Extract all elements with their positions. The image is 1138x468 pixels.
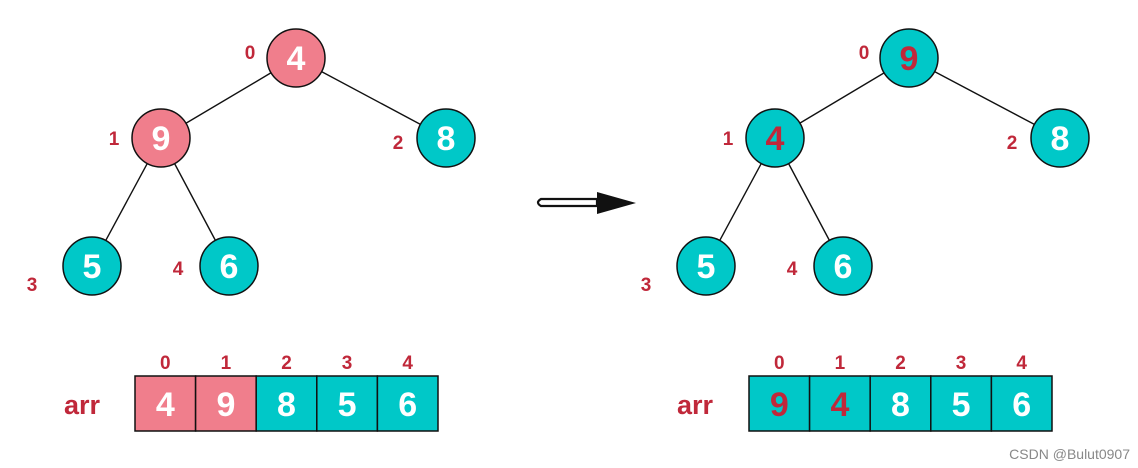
tree-node-circle xyxy=(745,108,805,168)
array-cell-box xyxy=(134,375,197,432)
tree-node-circle xyxy=(416,108,476,168)
tree-edge xyxy=(787,163,831,241)
tree-node-1: 4 xyxy=(745,108,805,168)
array-index-label: 2 xyxy=(281,353,292,374)
array-cell-box xyxy=(869,375,932,432)
array-cell-4: 6 xyxy=(990,375,1053,432)
array-cell-box xyxy=(255,375,318,432)
tree-node-index: 1 xyxy=(723,129,734,150)
tree-node-index: 2 xyxy=(393,133,404,154)
array-index-label: 3 xyxy=(956,353,967,374)
array-index-label: 4 xyxy=(402,353,413,374)
array-index-label: 0 xyxy=(160,353,171,374)
array-index-label: 1 xyxy=(221,353,232,374)
tree-node-value: 8 xyxy=(1051,120,1070,158)
array-cell-3: 5 xyxy=(316,375,379,432)
tree-edge xyxy=(934,70,1035,126)
tree-node-3: 5 xyxy=(62,236,122,296)
tree-node-index: 4 xyxy=(787,259,798,280)
tree-node-value: 5 xyxy=(83,248,102,286)
array-cell-value: 9 xyxy=(770,386,789,424)
array-index-label: 1 xyxy=(835,353,846,374)
array-index-label: 0 xyxy=(774,353,785,374)
tree-node-index: 0 xyxy=(859,43,870,64)
array-cell-box xyxy=(376,375,439,432)
array-cell-value: 6 xyxy=(398,386,417,424)
tree-node-circle xyxy=(676,236,736,296)
tree-edge xyxy=(719,163,762,241)
tree-node-circle xyxy=(199,236,259,296)
array-cell-box xyxy=(748,375,811,432)
tree-node-3: 5 xyxy=(676,236,736,296)
tree-node-circle xyxy=(266,28,326,88)
array-index-label: 2 xyxy=(895,353,906,374)
watermark: CSDN @Bulut0907 xyxy=(1009,446,1130,462)
array-label: arr xyxy=(677,390,714,420)
array-cell-2: 8 xyxy=(869,375,932,432)
array-index-label: 3 xyxy=(342,353,353,374)
array-cell-value: 4 xyxy=(156,386,175,424)
tree-node-4: 6 xyxy=(199,236,259,296)
tree-node-0: 9 xyxy=(879,28,939,88)
array-cell-value: 8 xyxy=(891,386,910,424)
tree-node-index: 2 xyxy=(1007,133,1018,154)
array-cell-value: 4 xyxy=(830,386,849,424)
tree-node-index: 3 xyxy=(641,275,652,296)
tree-node-value: 6 xyxy=(834,248,853,286)
tree-node-4: 6 xyxy=(813,236,873,296)
tree-node-value: 6 xyxy=(220,248,239,286)
tree-node-0: 4 xyxy=(266,28,326,88)
array-label: arr xyxy=(64,390,101,420)
array-cell-value: 9 xyxy=(216,386,235,424)
tree-node-index: 1 xyxy=(109,129,120,150)
tree-node-value: 5 xyxy=(697,248,716,286)
tree-node-circle xyxy=(1030,108,1090,168)
tree-edge xyxy=(185,72,272,124)
tree-edge xyxy=(321,71,421,125)
transition-arrow-icon xyxy=(536,192,636,214)
tree-edge xyxy=(173,163,217,241)
array-cell-2: 8 xyxy=(255,375,318,432)
tree-node-value: 8 xyxy=(437,120,456,158)
array-cell-0: 4 xyxy=(134,375,197,432)
tree-node-circle xyxy=(62,236,122,296)
after-tree: 9 0 4 1 8 2 5 3 6 4 xyxy=(641,28,1090,296)
tree-edge xyxy=(799,72,885,124)
tree-node-index: 0 xyxy=(245,43,256,64)
array-cell-1: 9 xyxy=(194,375,257,432)
array-cell-box xyxy=(990,375,1053,432)
array-cell-value: 6 xyxy=(1012,386,1031,424)
tree-node-circle xyxy=(879,28,939,88)
tree-node-value: 4 xyxy=(766,120,785,158)
array-cell-1: 4 xyxy=(808,375,871,432)
array-cell-4: 6 xyxy=(376,375,439,432)
tree-node-circle xyxy=(131,108,191,168)
array-cell-value: 5 xyxy=(952,386,971,424)
array-cell-value: 5 xyxy=(338,386,357,424)
array-cell-3: 5 xyxy=(930,375,993,432)
tree-node-value: 9 xyxy=(900,40,919,78)
tree-node-2: 8 xyxy=(416,108,476,168)
tree-node-value: 9 xyxy=(152,120,171,158)
after-array: arr 9 0 4 1 8 2 5 3 6 4 xyxy=(677,353,1053,432)
array-cell-box xyxy=(808,375,871,432)
tree-edge xyxy=(105,163,148,241)
array-cell-0: 9 xyxy=(748,375,811,432)
array-index-label: 4 xyxy=(1016,353,1027,374)
tree-node-index: 4 xyxy=(173,259,184,280)
tree-node-2: 8 xyxy=(1030,108,1090,168)
tree-node-value: 4 xyxy=(287,40,306,78)
array-cell-value: 8 xyxy=(277,386,296,424)
array-cell-box xyxy=(316,375,379,432)
tree-node-index: 3 xyxy=(27,275,38,296)
tree-node-1: 9 xyxy=(131,108,191,168)
tree-node-circle xyxy=(813,236,873,296)
